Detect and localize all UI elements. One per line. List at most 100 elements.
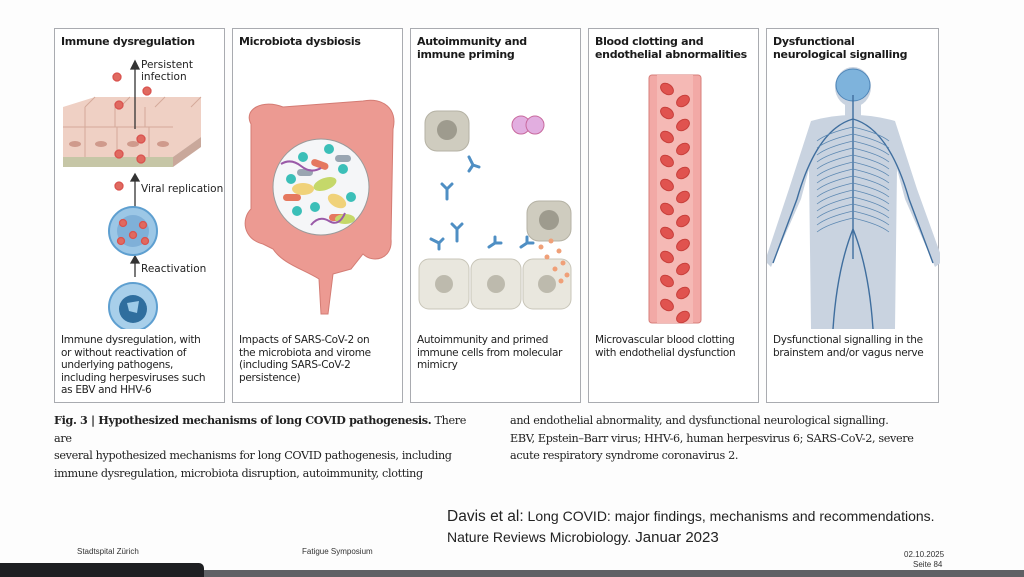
red-blood-cell bbox=[676, 286, 690, 300]
red-blood-cell bbox=[676, 94, 690, 108]
virus-icon bbox=[112, 72, 152, 246]
figure-label: Fig. 3 | Hypothesized mechanisms of long… bbox=[54, 413, 432, 427]
panel-caption: Immune dysregulation, with or without re… bbox=[61, 334, 205, 397]
panel-caption: Autoimmunity and primed immune cells fro… bbox=[417, 334, 562, 372]
caption-line: mimicry bbox=[417, 359, 458, 371]
panel-microbiota-dysbiosis: Microbiota dysbiosis Impacts of SARS-CoV… bbox=[232, 28, 403, 403]
caption-line: or without reactivation of bbox=[61, 346, 187, 359]
journal-name: Nature Reviews Microbiology. bbox=[447, 529, 632, 545]
reference: Davis et al: Long COVID: major findings,… bbox=[447, 508, 935, 526]
spinal-nerve bbox=[816, 140, 890, 156]
spinal-nerve bbox=[816, 217, 890, 233]
title-line: neurological signalling bbox=[773, 48, 908, 61]
caption-line: persistence) bbox=[239, 371, 301, 384]
reference-title: Long COVID: major findings, mechanisms a… bbox=[523, 508, 935, 524]
caption-line: as EBV and HHV-6 bbox=[61, 384, 152, 396]
autoimmunity-illustration bbox=[418, 110, 572, 310]
epithelium-icon bbox=[63, 96, 202, 167]
spinal-nerve bbox=[816, 161, 890, 177]
caption-line: acute respiratory syndrome coronavirus 2… bbox=[510, 449, 739, 462]
footer-institution: Stadtspital Zürich bbox=[77, 547, 139, 556]
spinal-nerve bbox=[816, 189, 890, 205]
spinal-nerve bbox=[816, 182, 890, 198]
red-blood-cell bbox=[660, 154, 674, 168]
panel-autoimmunity: Autoimmunity and immune priming bbox=[410, 28, 581, 403]
red-blood-cell bbox=[676, 262, 690, 276]
title-line: Autoimmunity and bbox=[417, 35, 527, 48]
caption-line: Dysfunctional signalling in the bbox=[773, 334, 923, 346]
red-blood-cell bbox=[676, 142, 690, 156]
immune-cell-icon bbox=[424, 110, 572, 242]
tissue-cell-icon bbox=[418, 258, 572, 310]
panel-title: Microbiota dysbiosis bbox=[239, 35, 361, 48]
red-blood-cell bbox=[660, 82, 674, 96]
footer-event: Fatigue Symposium bbox=[302, 547, 373, 556]
figure-caption-left: Fig. 3 | Hypothesized mechanisms of long… bbox=[54, 412, 484, 482]
blood-vessel-icon bbox=[648, 74, 702, 324]
red-blood-cell-icon bbox=[660, 82, 690, 324]
spinal-nerve bbox=[816, 147, 890, 163]
bottom-bar bbox=[0, 570, 1024, 577]
cytokine-icon bbox=[538, 238, 570, 284]
pathogen-icon bbox=[511, 115, 545, 135]
caption-line: (including SARS-CoV-2 bbox=[239, 359, 351, 371]
spinal-nerve bbox=[816, 175, 890, 191]
reference-authors: Davis et al: bbox=[447, 508, 524, 525]
caption-line: Impacts of SARS-CoV-2 on bbox=[239, 334, 370, 346]
spinal-nerve bbox=[816, 168, 890, 184]
title-line: endothelial abnormalities bbox=[595, 48, 747, 61]
spinal-nerve bbox=[816, 133, 890, 149]
spinal-nerve bbox=[816, 210, 890, 226]
panel-title: Dysfunctional neurological signalling bbox=[773, 35, 907, 61]
panel-title: Blood clotting and endothelial abnormali… bbox=[595, 35, 747, 61]
footer-date: 02.10.2025 bbox=[904, 550, 945, 559]
nerve-icon bbox=[772, 95, 934, 329]
red-blood-cell bbox=[660, 226, 674, 240]
label-infection: infection bbox=[141, 71, 187, 83]
panel-caption: Microvascular blood clotting with endoth… bbox=[595, 334, 736, 359]
reference-date: Januar 2023 bbox=[631, 529, 719, 546]
spinal-nerve bbox=[816, 196, 890, 212]
red-blood-cell bbox=[660, 178, 674, 192]
label-viral-replication: Viral replication bbox=[141, 183, 223, 195]
spinal-nerve bbox=[816, 126, 890, 142]
panel-neurological-signalling: Dysfunctional neurological signalling Dy… bbox=[766, 28, 940, 403]
spinal-nerve bbox=[816, 154, 890, 170]
spinal-nerve bbox=[816, 203, 890, 219]
red-blood-cell bbox=[676, 310, 690, 324]
caption-line: the microbiota and virome bbox=[239, 346, 371, 359]
caption-line: Fig. 3 | Hypothesized mechanisms of long… bbox=[54, 412, 484, 447]
panel-caption: Impacts of SARS-CoV-2 on the microbiota … bbox=[239, 334, 371, 384]
spinal-nerve-icon bbox=[816, 126, 890, 233]
nervous-system-illustration bbox=[767, 67, 940, 329]
reference-journal: Nature Reviews Microbiology. Januar 2023 bbox=[447, 529, 719, 546]
caption-line: Immune dysregulation, with bbox=[61, 334, 201, 346]
caption-line: EBV, Epstein–Barr virus; HHV-6, human he… bbox=[510, 431, 914, 445]
caption-line: several hypothesized mechanisms for long… bbox=[54, 449, 452, 462]
red-blood-cell bbox=[660, 130, 674, 144]
panel-immune-dysregulation: Immune dysregulation Persistent infectio… bbox=[54, 28, 225, 403]
red-blood-cell bbox=[660, 274, 674, 288]
title-line: Blood clotting and bbox=[595, 35, 704, 48]
caption-line: with endothelial dysfunction bbox=[595, 346, 736, 359]
caption-text: There are bbox=[54, 414, 467, 445]
red-blood-cell bbox=[676, 118, 690, 132]
red-blood-cell bbox=[676, 190, 690, 204]
caption-line: underlying pathogens, bbox=[61, 359, 174, 371]
antibody-icon bbox=[429, 155, 535, 251]
caption-line: Microvascular blood clotting bbox=[595, 334, 735, 346]
taskbar-tooltip[interactable] bbox=[0, 563, 204, 577]
microbiome-circle-icon bbox=[272, 138, 370, 236]
panel-title: Immune dysregulation bbox=[61, 35, 195, 48]
red-blood-cell bbox=[660, 106, 674, 120]
arrow-icon bbox=[129, 59, 141, 277]
red-blood-cell bbox=[660, 202, 674, 216]
label-persistent: Persistent bbox=[141, 59, 193, 71]
caption-line: brainstem and/or vagus nerve bbox=[773, 346, 924, 359]
label-reactivation: Reactivation bbox=[141, 263, 206, 275]
title-line: immune priming bbox=[417, 48, 515, 61]
title-line: Dysfunctional bbox=[773, 35, 855, 48]
caption-line: Autoimmunity and primed bbox=[417, 334, 549, 346]
red-blood-cell bbox=[660, 298, 674, 312]
caption-line: immune dysregulation, microbiota disrupt… bbox=[54, 466, 423, 480]
